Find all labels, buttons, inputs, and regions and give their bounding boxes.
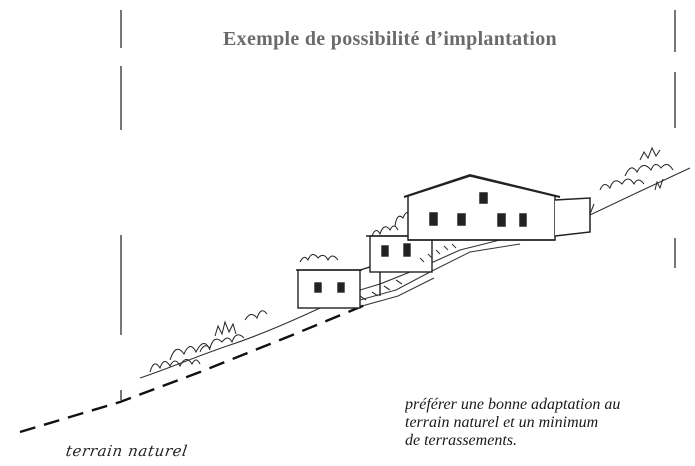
figure-title: Exemple de possibilité d’implantation [223, 28, 557, 50]
caption-line-2: terrain naturel et un minimum [405, 414, 599, 431]
terrace-walls [359, 243, 521, 307]
terrain-label: terrain naturel [64, 442, 189, 460]
house-lower [296, 263, 381, 309]
caption-line-3: de terrassements. [405, 432, 517, 449]
caption-line-1: préférer une bonne adaptation au [405, 396, 621, 413]
natural-terrain-line [19, 303, 366, 434]
house-middle [366, 235, 434, 273]
house-upper [403, 173, 591, 241]
caption: préférer une bonne adaptation au terrain… [405, 396, 695, 450]
frame-lines [120, 10, 676, 400]
